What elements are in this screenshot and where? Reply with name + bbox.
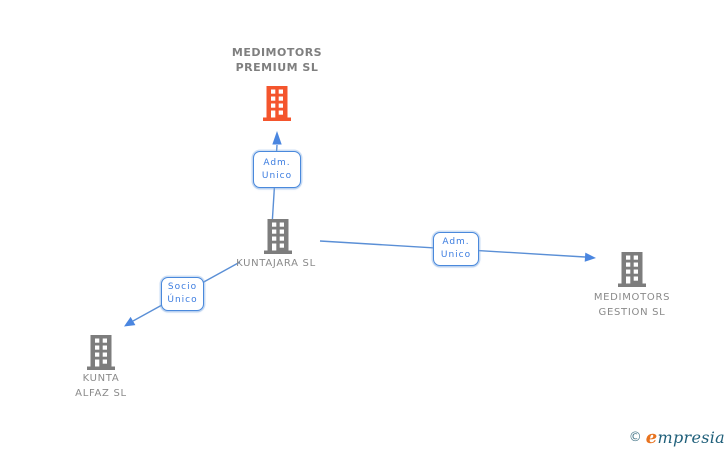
node-label: KUNTA ALFAZ SL (21, 371, 181, 401)
copyright-icon: © (628, 429, 642, 445)
node-label-line: PREMIUM SL (235, 60, 319, 74)
edge-label-line: Adm. (263, 157, 291, 168)
node-label-line: MEDIMOTORS (593, 292, 671, 303)
edge-label-socio-unico: Socio Único (161, 277, 204, 311)
node-label-line: KUNTAJARA SL (236, 258, 316, 269)
node-label-line: MEDIMOTORS (231, 46, 323, 59)
edge-label-line: Unico (261, 170, 293, 181)
node-label-line: GESTION SL (598, 307, 666, 318)
arrowhead-right-icon (584, 252, 596, 262)
node-label-line: ALFAZ SL (75, 388, 127, 399)
building-icon (263, 86, 291, 121)
edge-label-line: Socio (167, 282, 198, 292)
brand-initial: e (645, 426, 658, 448)
building-icon (264, 219, 292, 254)
building-icon (87, 335, 115, 370)
edge-label-line: Único (167, 295, 198, 305)
empresia-logo[interactable]: © empresia (628, 427, 725, 448)
edge-label-adm-unico-right: Adm. Unico (433, 232, 479, 266)
node-label: MEDIMOTORS GESTION SL (552, 290, 712, 320)
brand-wordmark: empresia (646, 427, 725, 448)
arrowhead-up-icon (272, 131, 282, 145)
node-label: KUNTAJARA SL (196, 256, 356, 271)
brand-rest: mpresia (657, 427, 725, 447)
building-icon (618, 252, 646, 287)
edge-label-adm-unico-up: Adm. Unico (253, 151, 301, 188)
node-label-line: KUNTA (82, 373, 120, 384)
arrowhead-downleft-icon (124, 316, 136, 327)
node-label: MEDIMOTORS PREMIUM SL (197, 46, 357, 75)
edge-label-line: Unico (440, 250, 472, 260)
edge-label-line: Adm. (442, 237, 470, 247)
